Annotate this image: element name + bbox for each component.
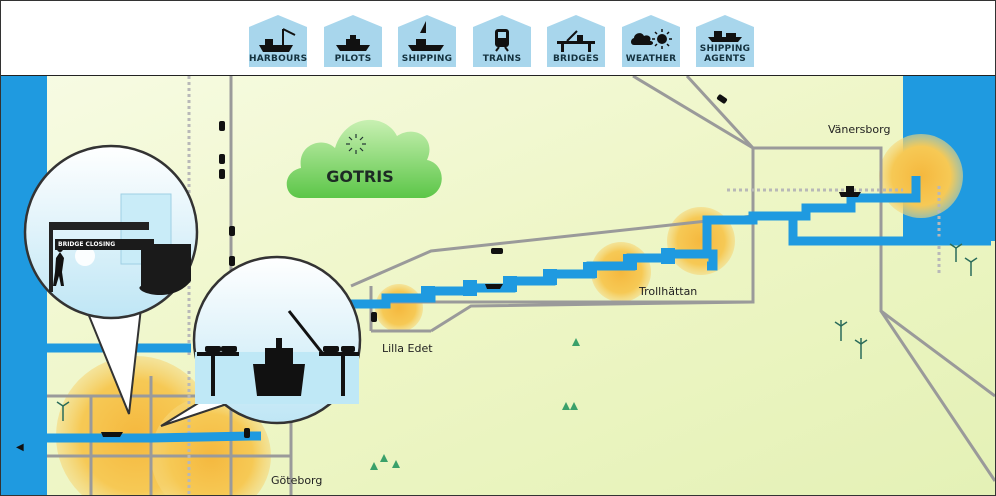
place-lilla-edet: Lilla Edet xyxy=(382,342,433,355)
bridge-ship-callout xyxy=(160,255,362,427)
cloud-sun-icon xyxy=(622,15,680,67)
nav-label-line2: AGENTS xyxy=(704,54,746,64)
canal-map: Vänersborg Trollhättan Lilla Edet Götebo… xyxy=(1,74,995,495)
nav-trains-button[interactable]: TRAINS xyxy=(473,15,531,67)
wind-turbines xyxy=(56,243,978,421)
bridge-icon xyxy=(547,15,605,67)
top-nav-bar: HARBOURS PILOTS SHIPPING xyxy=(1,1,995,76)
place-goteborg: Göteborg xyxy=(271,474,323,487)
nav-bridges-button[interactable]: BRIDGES xyxy=(547,15,605,67)
nav-label: BRIDGES xyxy=(552,54,600,64)
trees xyxy=(370,338,580,470)
nav-label: TRAINS xyxy=(482,54,522,64)
bridge-closing-callout xyxy=(23,144,199,415)
map-canvas xyxy=(1,74,995,495)
sailboat-ship-icon xyxy=(398,15,456,67)
crane-ship-icon xyxy=(249,15,307,67)
place-vanersborg: Vänersborg xyxy=(828,123,891,136)
nav-label: HARBOURS xyxy=(249,54,308,64)
nav-label: SHIPPING xyxy=(401,54,453,64)
gotris-logo: GOTRIS xyxy=(326,167,394,186)
sea-west xyxy=(1,76,47,495)
gotris-cloud xyxy=(286,119,442,198)
place-trollhattan: Trollhättan xyxy=(639,285,698,298)
nav-shipping-button[interactable]: SHIPPING xyxy=(398,15,456,67)
vehicles xyxy=(101,94,861,438)
cargo-ship-icon xyxy=(696,15,754,67)
nav-label: PILOTS xyxy=(334,54,372,64)
nav-shipping-agents-button[interactable]: SHIPPING AGENTS xyxy=(696,15,754,67)
pan-left-arrow-icon[interactable]: ◀ xyxy=(16,442,24,453)
nav-harbours-button[interactable]: HARBOURS xyxy=(249,15,307,67)
nav-label-line1: SHIPPING xyxy=(699,44,751,54)
nav-pilots-button[interactable]: PILOTS xyxy=(324,15,382,67)
nav-weather-button[interactable]: WEATHER xyxy=(622,15,680,67)
bridge-closing-sign: BRIDGE CLOSING xyxy=(55,239,154,250)
canal-locks xyxy=(421,248,675,302)
train-icon xyxy=(473,15,531,67)
nav-label: WEATHER xyxy=(625,54,677,64)
pilot-boat-icon xyxy=(324,15,382,67)
